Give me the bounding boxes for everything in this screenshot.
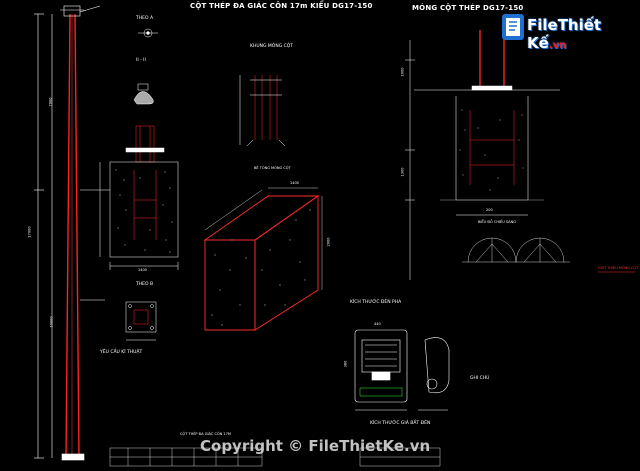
- dim-found-top: 1000: [400, 67, 405, 77]
- dim-lamp-width: 440: [374, 322, 381, 326]
- dim-block-height: 2000: [326, 237, 331, 247]
- section-ii: [133, 83, 154, 105]
- bracket-detail-label: KÍCH THƯỚC GIÁ BẮT ĐÈN: [370, 421, 431, 426]
- section-ii-label: II - II: [136, 58, 146, 63]
- foundation-section: [405, 30, 560, 280]
- pole-elevation: [34, 5, 110, 461]
- base-column-detail: [99, 125, 179, 270]
- dim-lamp-height: 380: [343, 360, 348, 368]
- foundation-frame-label: KHUNG MÓNG CỘT: [250, 44, 294, 49]
- dim-pole-total: 17000: [27, 226, 32, 238]
- dim-pole-upper: 7000: [48, 97, 53, 107]
- tech-req-label: YÊU CẦU KĨ THUẬT: [100, 350, 143, 355]
- detail-a: [138, 28, 158, 38]
- block-dims: [204, 187, 323, 290]
- lamp-bracket: [418, 337, 450, 411]
- lamp-detail-label: KÍCH THƯỚC ĐÈN PHA: [350, 300, 402, 305]
- detail-b: [125, 301, 157, 341]
- logo-text: FileThiết Kế.vn: [527, 16, 640, 52]
- concrete-block-fill: [211, 209, 311, 326]
- foundation-title: MÓNG CỘT THÉP DG17-150: [412, 4, 524, 12]
- spec-table: [109, 447, 441, 467]
- light-diagram: [462, 237, 570, 263]
- filethietke-logo: [502, 14, 524, 40]
- concrete-block-label: BÊ TÔNG MÓNG CỘT: [254, 166, 291, 170]
- red-side-label: GIỚI THIỆU MÓNG CỘT: [598, 266, 639, 270]
- detail-b-label: THEO B: [136, 282, 154, 287]
- foundation-frame: [239, 75, 286, 147]
- concrete-block-iso: [203, 195, 320, 331]
- main-title: CỘT THÉP ĐA GIÁC CÔN 17m KIỂU DG17-150: [190, 2, 373, 10]
- logo-tld: .vn: [548, 40, 567, 51]
- copyright-watermark: Copyright © FileThietKe.vn: [200, 437, 431, 455]
- flood-lamp: [354, 329, 408, 411]
- notes-label: GHI CHÚ: [470, 376, 490, 381]
- foundation-hatch: [459, 109, 524, 191]
- dim-pole-lower: 10000: [49, 316, 54, 328]
- detail-a-label: THEO A: [136, 16, 154, 21]
- dim-found-low: 200: [486, 208, 493, 212]
- logo-name: FileThiết Kế: [527, 16, 602, 52]
- dim-block-width: 1400: [138, 268, 147, 272]
- light-diagram-label: BIỂU ĐỒ CHIẾU SÁNG: [478, 220, 516, 224]
- dim-found-mid: 1300: [400, 167, 405, 177]
- table-caption: CỘT THÉP ĐA GIÁC CÔN 17M: [180, 432, 231, 436]
- concrete-hatch-left: [115, 169, 173, 253]
- dim-block-depth: 1400: [290, 181, 299, 185]
